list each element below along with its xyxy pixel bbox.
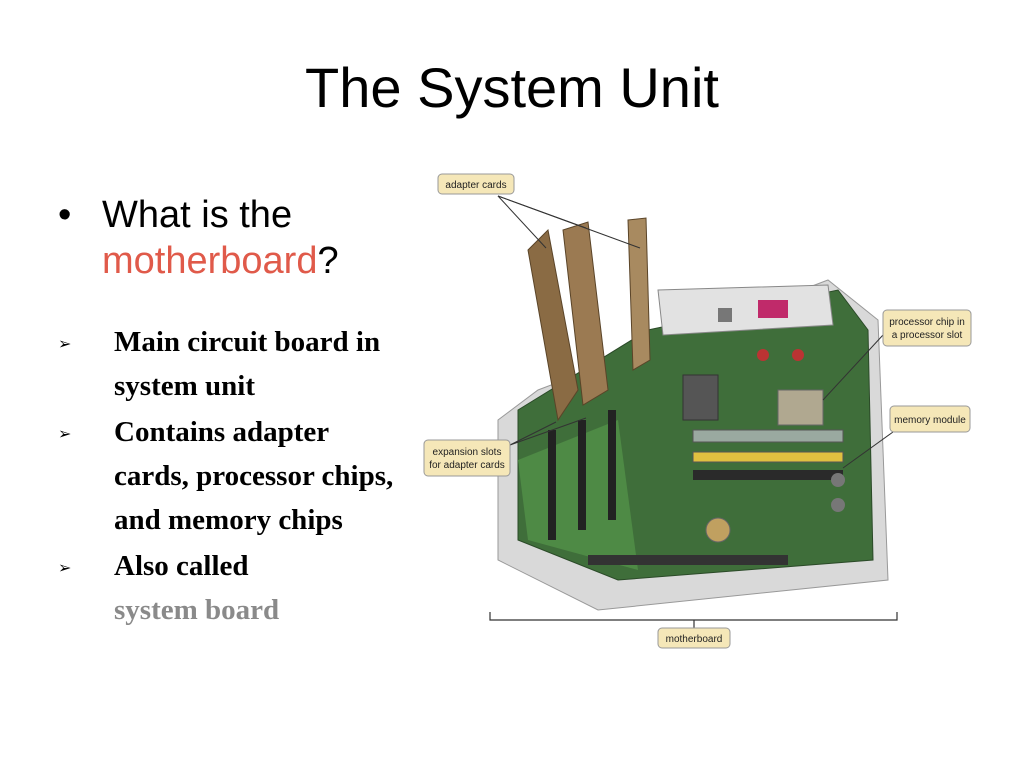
adapter-card-3 <box>627 217 651 371</box>
system-board-term: system board <box>114 594 280 626</box>
callout-processor: processor chip in a processor slot <box>882 309 972 347</box>
leader-line <box>842 431 894 469</box>
main-bullet-question: What is the <box>102 194 293 236</box>
subpoint-plain: Also called <box>114 550 249 582</box>
capacitor <box>792 349 804 361</box>
heatsink <box>682 374 719 421</box>
leader-line <box>509 417 587 446</box>
expansion-slot <box>578 420 586 530</box>
callout-expansion-slots: expansion slots for adapter cards <box>423 439 511 477</box>
ide-connector <box>588 555 788 565</box>
callout-motherboard: motherboard <box>657 627 731 649</box>
callout-memory-module: memory module <box>889 405 971 433</box>
subpoint-item: ➢ Contains adapter cards, processor chip… <box>58 410 398 542</box>
expansion-slot <box>548 430 556 540</box>
question-mark: ? <box>317 240 339 282</box>
memory-module <box>692 451 844 463</box>
leader-line <box>509 421 557 446</box>
io-back-panel <box>657 284 834 336</box>
callout-expansion-line2: for adapter cards <box>429 460 505 471</box>
leader-line <box>822 334 884 401</box>
callout-memory-module-text: memory module <box>894 415 966 426</box>
adapter-card-2 <box>562 221 609 406</box>
memory-module <box>692 429 844 443</box>
subpoint-text: Also called system board <box>114 544 404 632</box>
subpoint-item: ➢ Also called system board <box>58 544 398 632</box>
motherboard-bracket <box>489 612 898 621</box>
slide-title: The System Unit <box>305 56 719 119</box>
subpoint-text: Main circuit board in system unit <box>114 326 381 402</box>
callout-processor-line1: processor chip in <box>889 317 965 328</box>
expansion-slot <box>608 410 616 520</box>
leader-line <box>497 195 641 249</box>
arrow-bullet-icon: ➢ <box>58 558 72 577</box>
main-bullet-text: What is the motherboard? <box>102 192 422 284</box>
leader-line <box>497 195 547 249</box>
adapter-card-1 <box>527 228 579 422</box>
callout-motherboard-text: motherboard <box>666 634 723 645</box>
subpoint-text: Contains adapter cards, processor chips,… <box>114 416 394 536</box>
capacitor <box>831 498 845 512</box>
arrow-bullet-icon: ➢ <box>58 424 72 443</box>
callout-processor-line2: a processor slot <box>892 330 963 341</box>
cmos-battery <box>705 517 731 543</box>
motherboard-illustration: adapter cards processor chip in a proces… <box>423 173 972 649</box>
capacitor <box>757 349 769 361</box>
bullet-dot-icon: • <box>58 194 72 236</box>
callout-expansion-line1: expansion slots <box>433 447 502 458</box>
motherboard-highlight: motherboard <box>102 240 318 282</box>
memory-module <box>693 470 843 480</box>
subpoint-list: ➢ Main circuit board in system unit ➢ Co… <box>58 320 398 634</box>
parallel-port <box>758 300 788 318</box>
capacitor <box>831 473 845 487</box>
processor-chip <box>777 389 824 426</box>
arrow-bullet-icon: ➢ <box>58 334 72 353</box>
subpoint-item: ➢ Main circuit board in system unit <box>58 320 398 408</box>
callout-adapter-cards-text: adapter cards <box>445 180 506 191</box>
io-port <box>718 308 732 322</box>
callout-adapter-cards: adapter cards <box>437 173 515 195</box>
